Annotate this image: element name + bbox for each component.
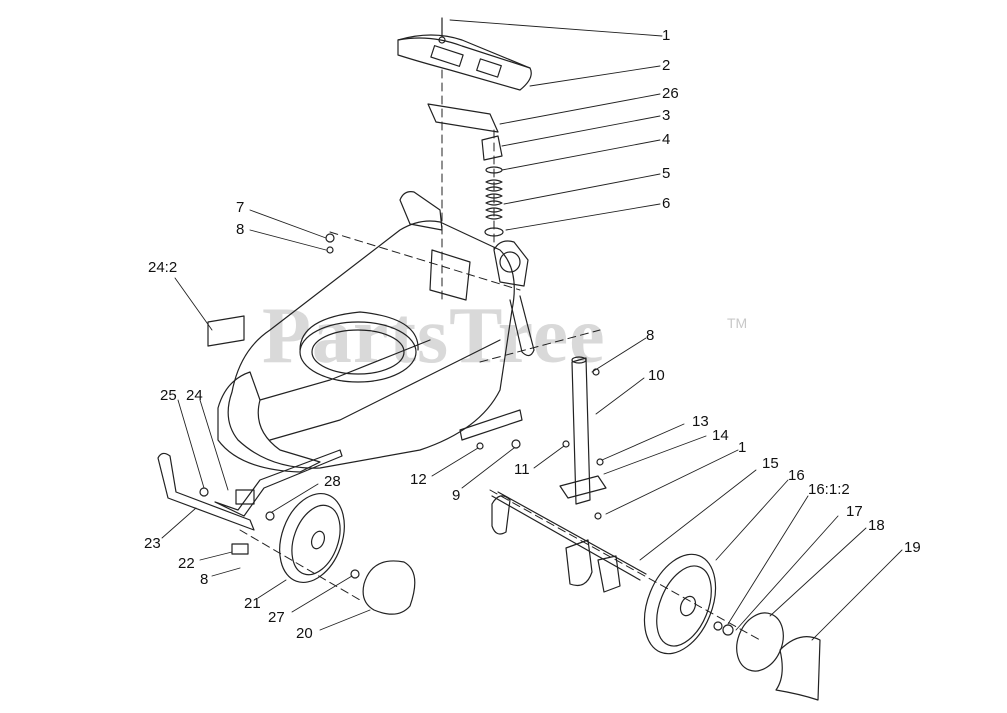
callout-21: 21 <box>244 595 261 612</box>
callout-17: 17 <box>846 503 863 520</box>
callout-3: 3 <box>662 107 671 124</box>
handle-cover <box>397 17 532 91</box>
callout-1: 1 <box>662 27 671 44</box>
callout-8: 8 <box>236 221 245 238</box>
callout-24: 24 <box>186 387 203 404</box>
callout-20: 20 <box>296 625 313 642</box>
callout-5: 5 <box>662 165 671 182</box>
callout-24-2: 24:2 <box>148 259 178 276</box>
trademark-mark: TM <box>727 315 748 331</box>
watermark-text: PartsTree <box>262 292 606 380</box>
height-adjust-stack <box>481 135 504 237</box>
callout-18: 18 <box>868 517 885 534</box>
callout-1-rear: 1 <box>738 439 747 456</box>
callout-28: 28 <box>324 473 341 490</box>
callout-13: 13 <box>692 413 709 430</box>
callout-9: 9 <box>452 487 461 504</box>
callout-19: 19 <box>904 539 921 556</box>
callout-22: 22 <box>178 555 195 572</box>
callout-27: 27 <box>268 609 285 626</box>
callout-10: 10 <box>648 367 665 384</box>
front-wheel <box>279 492 345 584</box>
callout-4: 4 <box>662 131 671 148</box>
callout-14: 14 <box>712 427 729 444</box>
callout-25: 25 <box>160 387 177 404</box>
callout-6: 6 <box>662 195 671 212</box>
warning-label <box>207 315 245 347</box>
front-axle <box>157 449 343 555</box>
callout-8-rear: 8 <box>646 327 655 344</box>
callout-8-front: 8 <box>200 571 209 588</box>
callout-12: 12 <box>410 471 427 488</box>
hub-cap <box>362 560 416 615</box>
mower-deck <box>217 191 535 473</box>
callout-16-1-2: 16:1:2 <box>808 481 850 498</box>
rear-wheel <box>643 553 717 655</box>
grass-deflector <box>775 636 821 701</box>
callout-11: 11 <box>514 461 530 478</box>
callout-2: 2 <box>662 57 671 74</box>
decal <box>427 103 499 133</box>
height-adjust-lever <box>559 356 607 505</box>
callout-26: 26 <box>662 85 679 102</box>
callout-23: 23 <box>144 535 161 552</box>
rear-axle <box>491 491 647 593</box>
callout-7: 7 <box>236 199 245 216</box>
callout-16: 16 <box>788 467 805 484</box>
callout-15: 15 <box>762 455 779 472</box>
